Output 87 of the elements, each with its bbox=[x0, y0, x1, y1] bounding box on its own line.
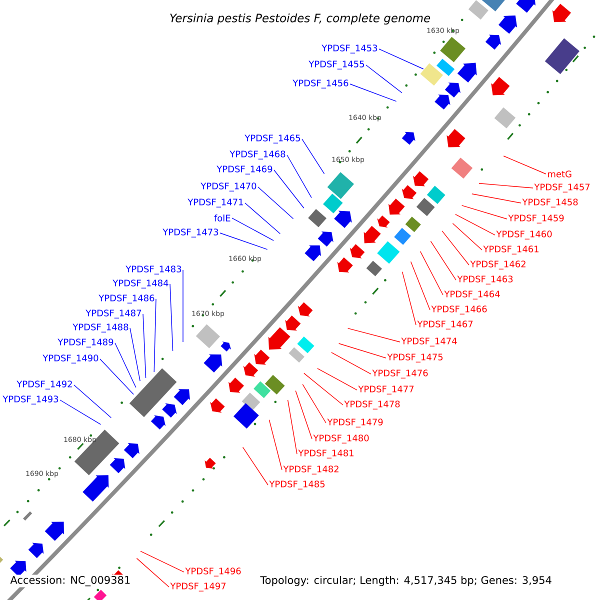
leader-line bbox=[114, 342, 136, 388]
leader-line bbox=[350, 84, 397, 102]
leader-line bbox=[410, 261, 430, 310]
gene-label: YPDSF_1468 bbox=[230, 150, 286, 160]
leader-line bbox=[461, 205, 508, 220]
leader-line bbox=[366, 64, 402, 94]
gene-label: folE bbox=[214, 214, 230, 222]
gene-label: YPDSF_1484 bbox=[112, 280, 168, 288]
leader-line bbox=[472, 194, 522, 204]
leader-line bbox=[503, 156, 546, 174]
leader-line bbox=[140, 550, 184, 572]
leader-line bbox=[142, 314, 146, 378]
leader-line bbox=[74, 384, 112, 418]
leader-line bbox=[154, 298, 156, 372]
gene-label: YPDSF_1462 bbox=[470, 260, 526, 270]
leader-line bbox=[402, 271, 416, 326]
title: Yersinia pestis Pestoides F, complete genome bbox=[170, 13, 430, 25]
leader-line bbox=[220, 232, 268, 250]
gene-label: YPDSF_1464 bbox=[444, 290, 500, 300]
gene-label: YPDSF_1481 bbox=[298, 450, 354, 458]
leader-line bbox=[452, 223, 482, 250]
gene-label: YPDSF_1493 bbox=[2, 396, 58, 404]
leader-line bbox=[378, 48, 424, 70]
leader-line bbox=[430, 240, 456, 280]
gene-label: YPDSF_1460 bbox=[496, 230, 552, 240]
leader-line bbox=[302, 384, 326, 424]
leader-line bbox=[60, 400, 102, 425]
gene-label: YPDSF_1485 bbox=[269, 480, 325, 490]
gene-label: YPDSF_1453 bbox=[322, 44, 378, 54]
leader-line bbox=[287, 400, 298, 454]
leader-line bbox=[170, 284, 174, 352]
leader-line bbox=[331, 352, 372, 374]
gene-label: YPDSF_1492 bbox=[16, 380, 72, 390]
leader-line bbox=[347, 328, 400, 342]
leader-line bbox=[317, 368, 358, 390]
leader-line bbox=[100, 358, 134, 395]
gene-label: metG bbox=[548, 170, 572, 178]
gene-label: YPDSF_1465 bbox=[244, 134, 300, 144]
footer-text: Accession: NC_009381 bbox=[9, 574, 132, 588]
gene-label: YPDSF_1482 bbox=[283, 466, 338, 474]
leader-line bbox=[268, 419, 282, 470]
leader-line bbox=[338, 343, 386, 358]
gene-label: YPDSF_1461 bbox=[483, 246, 539, 254]
gene-label: YPDSF_1486 bbox=[98, 294, 154, 304]
gene-label: YPDSF_1480 bbox=[313, 434, 369, 444]
leader-line bbox=[302, 138, 325, 174]
leader-line bbox=[258, 186, 294, 220]
gene-label: YPDSF_1456 bbox=[292, 80, 348, 88]
leader-line bbox=[295, 390, 312, 440]
leader-line bbox=[286, 154, 312, 198]
gene-label: YPDSF_1477 bbox=[358, 386, 414, 394]
gene-label: YPDSF_1455 bbox=[308, 60, 364, 70]
gene-label: YPDSF_1458 bbox=[522, 198, 578, 208]
gene-label: YPDSF_1476 bbox=[372, 370, 428, 378]
gene-label: YPDSF_1474 bbox=[401, 338, 457, 346]
gene-label: YPDSF_1479 bbox=[327, 418, 383, 428]
leader-line bbox=[182, 270, 184, 342]
gene-label: YPDSF_1490 bbox=[42, 354, 98, 364]
gene-label: YPDSF_1487 bbox=[86, 310, 142, 318]
gene-label: YPDSF_1471 bbox=[188, 198, 243, 208]
footer-text: Topology: circular; Length: 4,517,345 bp; Genes: 3,954 bbox=[259, 574, 553, 588]
gene-label: YPDSF_1457 bbox=[534, 184, 590, 192]
leader-line bbox=[455, 214, 496, 236]
gene-label: YPDSF_1496 bbox=[185, 568, 241, 576]
gene-label: YPDSF_1463 bbox=[457, 276, 513, 284]
gene-label: YPDSF_1470 bbox=[200, 182, 256, 192]
leader-line bbox=[274, 170, 304, 208]
leader-line bbox=[244, 202, 281, 234]
gene-label: YPDSF_1475 bbox=[387, 354, 443, 362]
gene-label: YPDSF_1478 bbox=[344, 400, 400, 410]
gene-label: YPDSF_1467 bbox=[417, 320, 473, 330]
leader-line bbox=[136, 558, 170, 588]
gene-label: YPDSF_1466 bbox=[431, 306, 487, 314]
leader-line bbox=[232, 218, 274, 241]
leader-line bbox=[478, 183, 534, 188]
gene-label: YPDSF_1469 bbox=[216, 166, 272, 174]
gene-label: YPDSF_1489 bbox=[58, 338, 114, 348]
leader-line bbox=[242, 446, 268, 486]
gene-label: YPDSF_1483 bbox=[126, 266, 182, 274]
leader-line bbox=[420, 251, 444, 296]
gene-label: YPDSF_1459 bbox=[508, 214, 564, 224]
gene-label: YPDSF_1497 bbox=[170, 582, 226, 592]
gene-label: YPDSF_1488 bbox=[72, 324, 128, 332]
leader-line bbox=[442, 230, 470, 266]
gene-label: YPDSF_1473 bbox=[162, 228, 218, 238]
leader-line bbox=[304, 372, 344, 406]
leader-line bbox=[130, 328, 140, 382]
